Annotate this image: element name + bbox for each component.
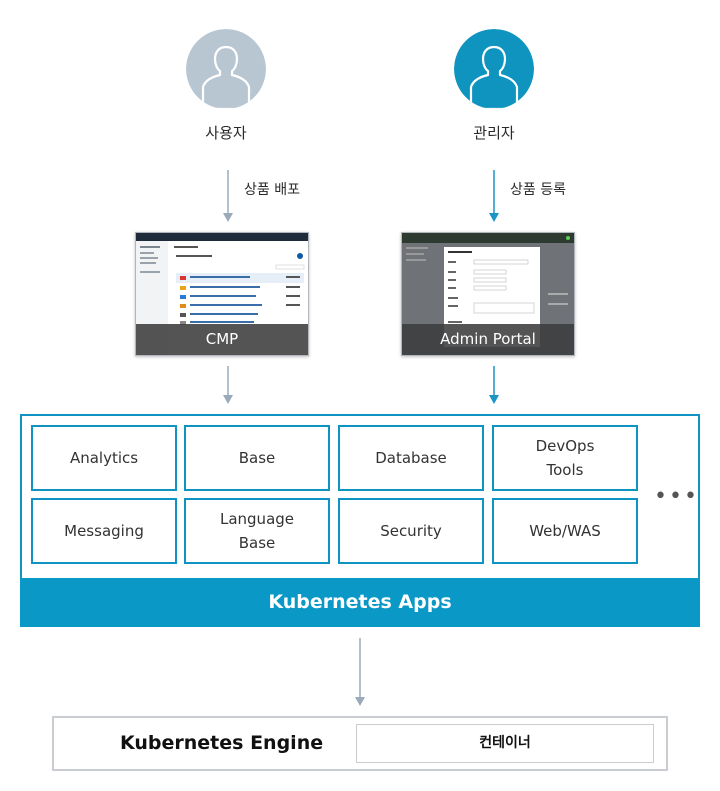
app-devops-tools: DevOps Tools — [492, 425, 638, 491]
user-action-label: 상품 배포 — [244, 182, 300, 198]
app-web-was: Web/WAS — [492, 498, 638, 564]
cmp-to-apps-arrow — [223, 366, 233, 404]
kubernetes-engine-box: Kubernetes Engine 컨테이너 — [52, 716, 668, 771]
container-box: 컨테이너 — [356, 724, 654, 763]
admin-label: 관리자 — [473, 124, 515, 142]
portal-to-apps-arrow — [489, 366, 499, 404]
app-language-base: Language Base — [184, 498, 330, 564]
admin-portal-screenshot: Admin Portal — [401, 232, 575, 356]
admin-register-arrow — [489, 170, 499, 222]
app-security: Security — [338, 498, 484, 564]
app-database: Database — [338, 425, 484, 491]
kubernetes-apps-title: Kubernetes Apps — [20, 578, 700, 627]
user-deploy-arrow — [223, 170, 233, 222]
cmp-screenshot: CMP — [135, 232, 309, 356]
app-messaging: Messaging — [31, 498, 177, 564]
admin-action-label: 상품 등록 — [510, 182, 566, 198]
app-analytics: Analytics — [31, 425, 177, 491]
more-apps-ellipsis: ••• — [654, 484, 699, 509]
apps-to-engine-arrow — [355, 638, 365, 706]
admin-portal-caption: Admin Portal — [402, 324, 574, 355]
app-base: Base — [184, 425, 330, 491]
user-label: 사용자 — [205, 124, 247, 142]
kubernetes-engine-title: Kubernetes Engine — [120, 732, 324, 754]
user-icon — [186, 29, 266, 109]
cmp-caption: CMP — [136, 324, 308, 355]
admin-avatar — [454, 29, 534, 109]
admin-icon — [454, 29, 534, 109]
user-avatar — [186, 29, 266, 109]
